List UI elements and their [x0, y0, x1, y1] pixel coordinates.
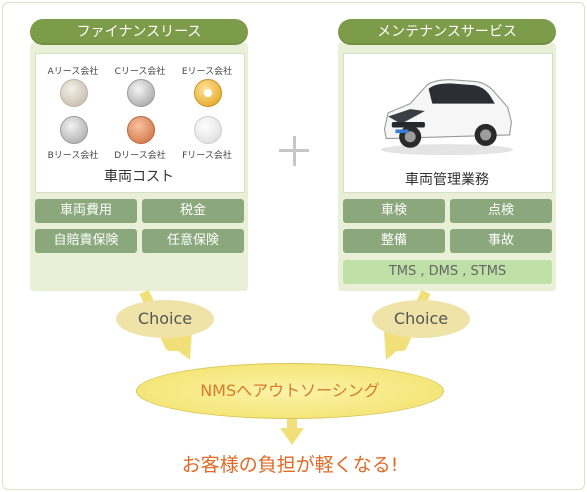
- coin-500-icon: [60, 79, 88, 107]
- company-label-c: Cリース会社: [114, 67, 166, 77]
- accident-button: 事故: [450, 229, 552, 253]
- down-arrow-shaft-icon: [287, 418, 297, 430]
- car-icon: [380, 79, 514, 156]
- right-arrowhead-icon: [384, 330, 410, 360]
- compulsory-insurance-button: 自賠責保険: [35, 229, 137, 253]
- finance-caption: 車両コスト: [104, 169, 174, 185]
- result-text: お客様の負担が軽くなる!: [181, 454, 399, 476]
- coin-1-icon: [127, 79, 155, 107]
- company-label-a: Aリース会社: [47, 67, 99, 77]
- finance-title: ファイナンスリース: [30, 19, 248, 45]
- tms-dms-stms-button: TMS , DMS , STMS: [343, 260, 552, 284]
- company-label-f: Fリース会社: [182, 151, 232, 161]
- choice-right: Choice: [372, 300, 470, 338]
- company-label-d: Dリース会社: [114, 151, 166, 161]
- vehicle-cost-button: 車両費用: [35, 199, 137, 223]
- coin-hole-icon: [204, 89, 212, 97]
- company-label-b: Bリース会社: [47, 151, 99, 161]
- maintenance-title: メンテナンスサービス: [338, 19, 556, 45]
- down-arrow-head-icon: [280, 428, 304, 445]
- check-button: 点検: [450, 199, 552, 223]
- optional-insurance-button: 任意保険: [142, 229, 244, 253]
- coin-5-icon: [194, 79, 222, 107]
- company-label-e: Eリース会社: [181, 67, 233, 77]
- coin-10-icon: [127, 116, 155, 144]
- coin-100-icon: [60, 116, 88, 144]
- servicing-button: 整備: [343, 229, 445, 253]
- nms-outsourcing: NMSへアウトソーシング: [136, 363, 444, 419]
- maintenance-caption: 車両管理業務: [405, 172, 489, 188]
- choice-left: Choice: [116, 300, 214, 338]
- coin-1yen-icon: [194, 116, 222, 144]
- inspection-button: 車検: [343, 199, 445, 223]
- plus-icon: [279, 136, 309, 166]
- tax-button: 税金: [142, 199, 244, 223]
